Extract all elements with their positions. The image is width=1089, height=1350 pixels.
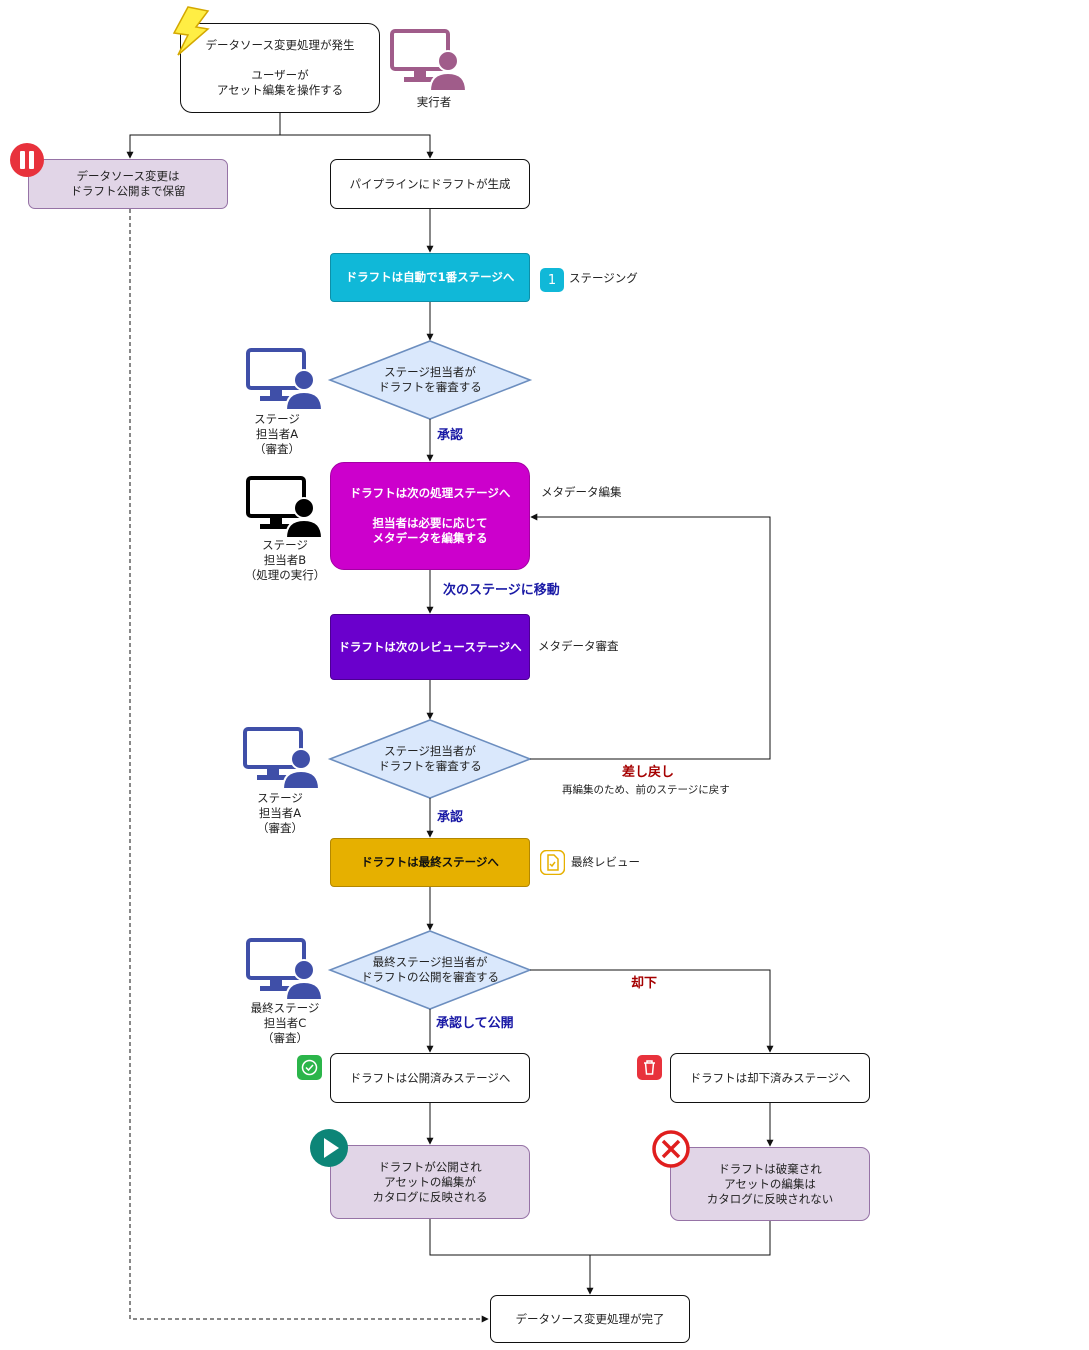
actor-stage-a2-label: ステージ 担当者A （審査） [257, 791, 303, 835]
lightning-icon [172, 6, 210, 56]
staging-tag: ステージング [569, 271, 638, 285]
approve1-label: 承認 [437, 428, 464, 443]
cancel-icon [652, 1130, 690, 1168]
actor-final-c-label: 最終ステージ 担当者C （審査） [250, 1001, 320, 1045]
play-icon [310, 1129, 348, 1167]
computer-user-icon [243, 727, 319, 789]
publish-result-box: ドラフトが公開され アセットの編集が カタログに反映される [330, 1145, 530, 1219]
pipeline-box: パイプラインにドラフトが生成 [330, 159, 530, 209]
approve2-label: 承認 [437, 810, 464, 825]
reject-result-box: ドラフトは破棄され アセットの編集は カタログに反映されない [670, 1147, 870, 1221]
computer-user-icon [246, 348, 322, 410]
reject-label: 却下 [631, 976, 658, 991]
actor-executor-label: 実行者 [416, 95, 452, 109]
done-box: データソース変更処理が完了 [490, 1295, 690, 1343]
approve-publish-label: 承認して公開 [436, 1016, 514, 1031]
meta-edit-tag: メタデータ編集 [541, 485, 622, 499]
review2-text: ステージ担当者が ドラフトを審査する [378, 744, 482, 773]
check-circle-icon [297, 1055, 322, 1080]
final-review-tag: 最終レビュー [571, 855, 640, 869]
rejected-box: ドラフトは却下済みステージへ [670, 1053, 870, 1103]
staging-number-icon: 1 [540, 268, 564, 292]
start-box: データソース変更処理が発生 ユーザーが アセット編集を操作する [180, 23, 380, 113]
computer-user-icon [246, 476, 322, 538]
published-box: ドラフトは公開済みステージへ [330, 1053, 530, 1103]
review-stage-box: ドラフトは次のレビューステージへ [330, 614, 530, 680]
send-back-sub-label: 再編集のため、前のステージに戻す [562, 784, 730, 796]
meta-review-tag: メタデータ審査 [538, 639, 619, 653]
hold-box: データソース変更は ドラフト公開まで保留 [28, 159, 228, 209]
pause-icon [10, 143, 44, 177]
process-box: ドラフトは次の処理ステージへ 担当者は必要に応じて メタデータを編集する [330, 462, 530, 570]
computer-user-icon [246, 938, 322, 1000]
send-back-label: 差し戻し [622, 765, 675, 780]
stage1-box: ドラフトは自動で1番ステージへ [330, 253, 530, 302]
actor-stage-a1-label: ステージ 担当者A （審査） [254, 412, 300, 456]
review1-text: ステージ担当者が ドラフトを審査する [378, 365, 482, 394]
move-next-label: 次のステージに移動 [443, 583, 560, 598]
final-review-text: 最終ステージ担当者が ドラフトの公開を審査する [361, 955, 499, 984]
document-check-icon [540, 850, 565, 875]
actor-stage-b-label: ステージ 担当者B （処理の実行） [244, 538, 326, 582]
final-stage-box: ドラフトは最終ステージへ [330, 838, 530, 887]
trash-icon [637, 1055, 662, 1080]
computer-user-icon [390, 29, 466, 91]
